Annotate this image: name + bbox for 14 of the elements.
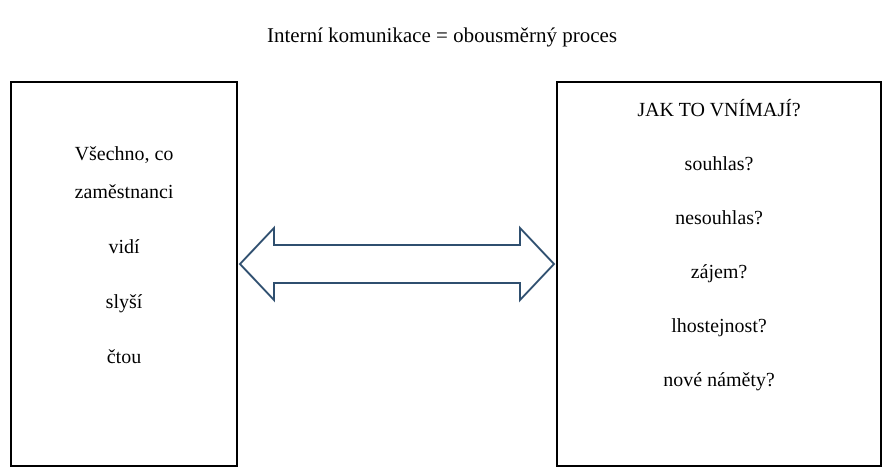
box-text: vidí [108, 235, 140, 260]
box-text: JAK TO VNÍMAJÍ? [637, 98, 801, 123]
text-box [10, 81, 238, 467]
box-text: lhostejnost? [671, 314, 767, 339]
double-arrow [238, 225, 556, 303]
text-box [556, 81, 882, 467]
box-text: souhlas? [684, 152, 754, 177]
box-text: Všechno, co zaměstnanci [74, 142, 174, 205]
box-text: nesouhlas? [675, 206, 763, 231]
box-text: nové náměty? [663, 368, 775, 393]
box-text: čtou [106, 345, 142, 370]
box-text: slyší [106, 290, 142, 315]
diagram-title: Interní komunikace = obousměrný proces [266, 22, 618, 49]
box-text: zájem? [690, 260, 748, 285]
